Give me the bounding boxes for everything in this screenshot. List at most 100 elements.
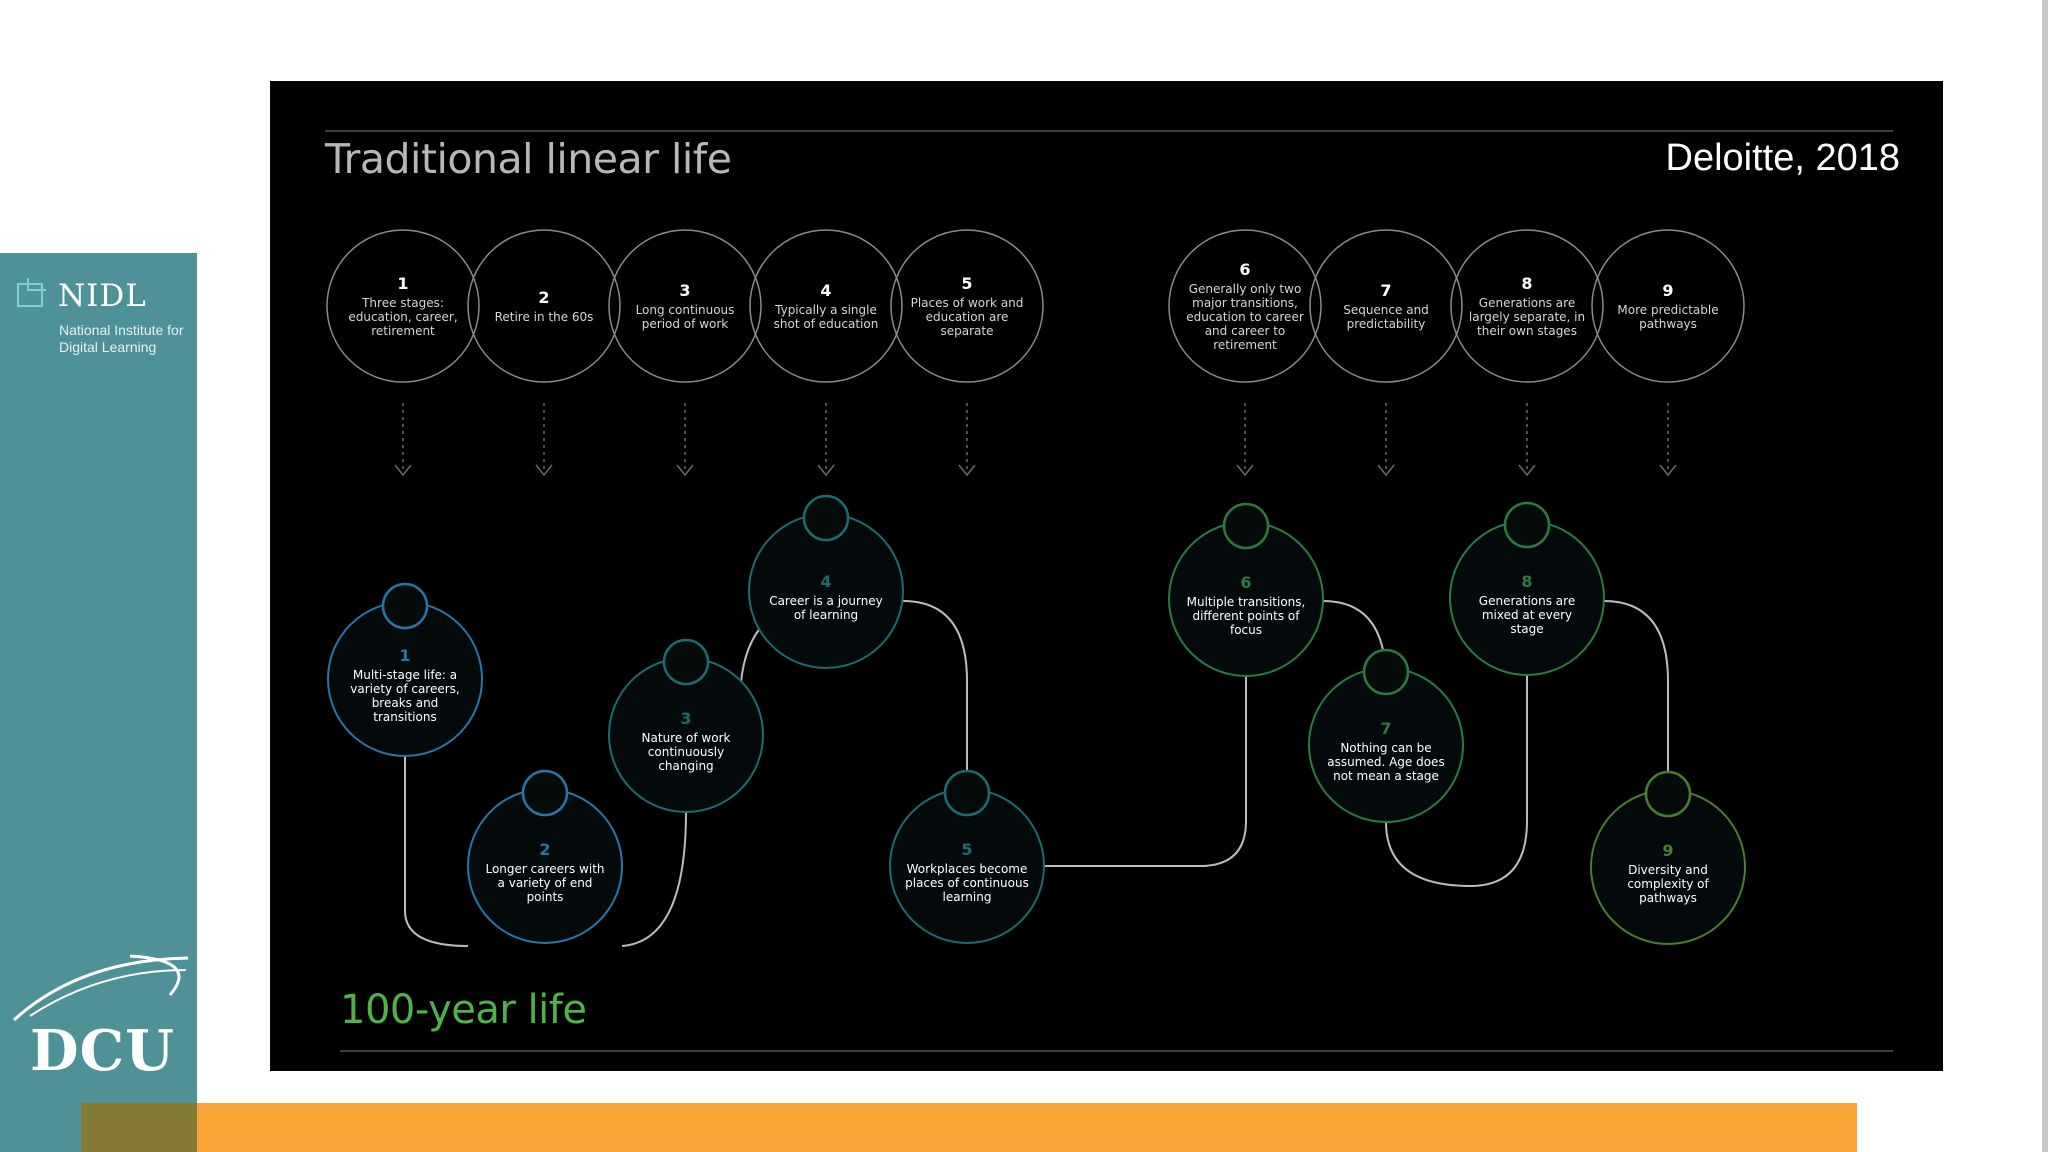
hundred-year-item-number: 3 — [680, 709, 692, 728]
connector-path-8 — [1603, 600, 1669, 790]
down-arrow-head-3 — [676, 464, 694, 477]
diagram-canvas — [325, 130, 1893, 1052]
down-arrow-head-2 — [535, 464, 553, 477]
hundred-year-item-label: Career is a journey of learning — [769, 594, 883, 622]
citation: Deloitte, 2018 — [1665, 137, 1901, 179]
traditional-item-label: Sequence and predictability — [1343, 303, 1429, 331]
traditional-item-number: 4 — [820, 281, 832, 300]
dcu-swoosh-icon — [12, 954, 189, 1022]
dcu-logo-text: DCU — [30, 1018, 175, 1084]
traditional-circle-1 — [326, 229, 480, 383]
traditional-item-label: More predictable pathways — [1617, 303, 1719, 331]
down-arrow-head-6 — [1236, 464, 1254, 477]
traditional-item-label: Places of work and education are separat… — [910, 296, 1024, 338]
people-icon — [1503, 501, 1551, 549]
traditional-item-label: Retire in the 60s — [494, 310, 594, 324]
hundred-year-item-label: Workplaces become places of continuous l… — [905, 862, 1029, 904]
traditional-item-label: Generally only two major transitions, ed… — [1186, 282, 1304, 352]
hundred-year-item-number: 4 — [820, 572, 832, 591]
traditional-item-number: 2 — [538, 288, 550, 307]
traditional-item-number: 7 — [1380, 281, 1392, 300]
hundred-year-item-label: Generations are mixed at every stage — [1478, 594, 1576, 636]
signpost-icon — [381, 582, 429, 630]
footer-olive-bar — [81, 1103, 197, 1152]
connector-path-2 — [621, 811, 687, 947]
traditional-item-label: Three stages: education, career, retirem… — [348, 296, 458, 338]
down-arrow-head-1 — [394, 464, 412, 477]
traditional-circle-4 — [749, 229, 903, 383]
nidl-subtitle: National Institute for Digital Learning — [59, 322, 184, 355]
hundred-year-item-label: Multiple transitions, different points o… — [1186, 595, 1306, 637]
traditional-item-number: 9 — [1662, 281, 1674, 300]
traditional-title: Traditional linear life — [325, 135, 732, 183]
connector-path-4 — [902, 600, 968, 789]
nidl-sidebar — [0, 253, 197, 1152]
shuffle-icon — [1362, 648, 1410, 696]
hundred-year-item-number: 2 — [539, 840, 551, 859]
traditional-item-label: Long continuous period of work — [635, 303, 735, 331]
down-arrow-head-5 — [958, 464, 976, 477]
infographic-slide: Traditional linear life Deloitte, 2018 1… — [270, 81, 1943, 1071]
traditional-item-label: Generations are largely separate, in the… — [1468, 296, 1586, 338]
traditional-circle-6 — [1168, 229, 1322, 383]
traditional-circle-3 — [608, 229, 762, 383]
hundred-year-title: 100-year life — [340, 987, 587, 1033]
traditional-circle-2 — [467, 229, 621, 383]
traditional-circle-9 — [1591, 229, 1745, 383]
hundred-year-item-number: 7 — [1380, 719, 1392, 738]
traditional-item-number: 5 — [961, 274, 973, 293]
window-edge — [2042, 0, 2048, 1152]
hundred-year-item-number: 5 — [961, 840, 973, 859]
nidl-logo-icon — [17, 278, 46, 307]
nidl-title: NIDL — [58, 278, 147, 314]
connector-path-7 — [1385, 675, 1528, 888]
traditional-item-number: 8 — [1521, 274, 1533, 293]
waveform-icon — [1644, 770, 1692, 818]
footer-orange-bar — [197, 1103, 1857, 1152]
expand-icon — [1222, 502, 1270, 550]
traditional-circle-5 — [890, 229, 1044, 383]
hundred-year-item-label: Diversity and complexity of pathways — [1627, 863, 1709, 905]
connector-path-5 — [1044, 676, 1247, 867]
hundred-year-item-number: 1 — [399, 646, 411, 665]
graduation-cap-icon — [943, 769, 991, 817]
connector-path-1 — [404, 756, 469, 947]
hundred-year-item-number: 8 — [1521, 572, 1533, 591]
refresh-icon — [662, 638, 710, 686]
traditional-circle-8 — [1450, 229, 1604, 383]
hundred-year-item-label: Longer careers with a variety of end poi… — [485, 862, 605, 904]
down-arrow-head-9 — [1659, 464, 1677, 477]
compass-icon — [802, 494, 850, 542]
hundred-year-item-number: 6 — [1240, 573, 1252, 592]
briefcase-icon — [521, 769, 569, 817]
traditional-circle-7 — [1309, 229, 1463, 383]
traditional-item-number: 1 — [397, 274, 409, 293]
down-arrow-head-8 — [1518, 464, 1536, 477]
traditional-item-number: 3 — [679, 281, 691, 300]
traditional-item-label: Typically a single shot of education — [773, 303, 879, 331]
hundred-year-item-label: Nothing can be assumed. Age does not mea… — [1327, 741, 1445, 783]
hundred-year-item-label: Nature of work continuously changing — [641, 731, 731, 773]
down-arrow-head-4 — [817, 464, 835, 477]
hundred-year-item-label: Multi-stage life: a variety of careers, … — [350, 668, 460, 724]
traditional-item-number: 6 — [1239, 260, 1251, 279]
down-arrow-head-7 — [1377, 464, 1395, 477]
